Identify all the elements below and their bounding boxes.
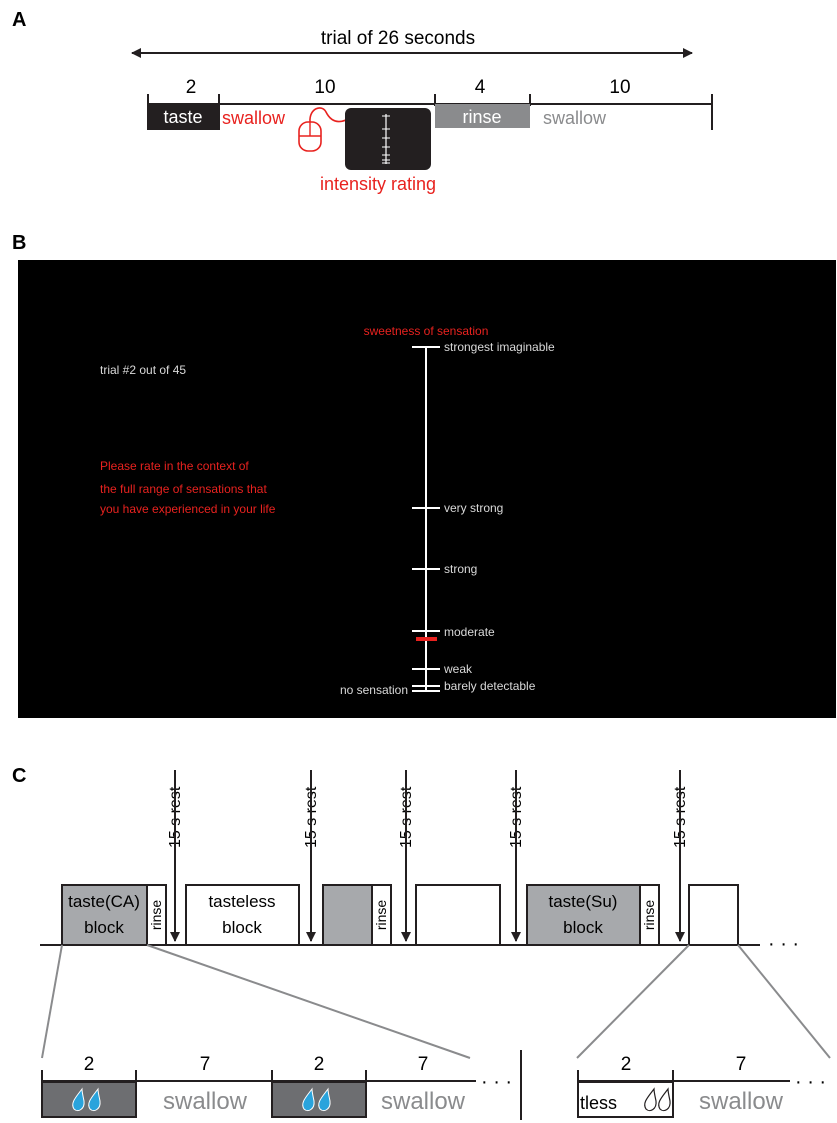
panel-c-label: C [12, 765, 26, 787]
scale-label-weak: weak [443, 662, 473, 676]
tasteless-stimulus-block [577, 1081, 674, 1118]
intensity-rating-label: intensity rating [320, 174, 436, 194]
taste-su-label: taste(Su) [549, 892, 618, 911]
panel-b-label: B [12, 232, 26, 254]
taste-ca-sublabel: block [84, 918, 124, 937]
scale-label-moderate: moderate [444, 625, 495, 639]
instruction-line: Please rate in the context of [100, 459, 249, 473]
block-labels: taste(CA) block tasteless block taste(Su… [68, 892, 617, 937]
swallow-label: swallow [381, 1088, 466, 1115]
duration-taste: 2 [84, 1054, 95, 1075]
rest-marker: 15 s rest [508, 770, 525, 942]
rest-marker: 15 s rest [167, 770, 184, 942]
rinse-label: rinse [373, 900, 389, 931]
rating-screen-icon [345, 108, 431, 170]
taste-drop-icon [302, 1087, 331, 1112]
taste-label: taste [163, 107, 202, 127]
duration-taste: 2 [314, 1054, 325, 1075]
instruction-line: you have experienced in your life [100, 502, 276, 516]
rinse-label: rinse [462, 107, 501, 127]
rest-marker: 15 s rest [672, 770, 689, 942]
zoom-right: 2 7 tless swallow · · · [577, 1054, 826, 1118]
scale-label-strong: strong [444, 562, 477, 576]
panel-a-label: A [12, 9, 26, 31]
continuation-dots: · · · [481, 1071, 512, 1093]
rinse-label: rinse [641, 900, 657, 931]
rest-marker: 15 s rest [398, 770, 415, 942]
trial-title: trial of 26 seconds [321, 28, 475, 49]
duration-swallow-final: 10 [609, 77, 630, 98]
instruction-text: Please rate in the context of the full r… [100, 459, 276, 516]
taste-ca-block [61, 884, 148, 946]
tasteless-block-2 [415, 884, 501, 946]
duration-swallow: 7 [736, 1054, 747, 1075]
scale-label-barely: barely detectable [444, 679, 536, 693]
panel-c: C 15 s rest 15 s rest 15 s rest 15 s res… [12, 765, 831, 1120]
duration-taste: 2 [186, 77, 197, 98]
scale-labels: strongest imaginable very strong strong … [340, 340, 555, 697]
taste-ca-label: taste(CA) [68, 892, 140, 911]
swallow-label: swallow [163, 1088, 248, 1115]
taste-su-sublabel: block [563, 918, 603, 937]
tasteless-drop-icon [644, 1087, 671, 1112]
block-sequence [61, 884, 739, 946]
scale-label-none: no sensation [340, 683, 408, 697]
rinse-block [435, 104, 530, 128]
panel-a: A trial of 26 seconds 2 10 4 10 taste sw… [12, 9, 713, 194]
taste-su-block [526, 884, 641, 946]
taste-stimulus-block [271, 1081, 367, 1118]
duration-swallow-rating: 10 [314, 77, 335, 98]
rinse-labels: rinse rinse rinse [148, 900, 657, 931]
mouse-icon [298, 107, 347, 152]
swallow-gray-label: swallow [543, 108, 607, 128]
trial-counter: trial #2 out of 45 [100, 363, 186, 377]
tasteless-block-3 [688, 884, 739, 946]
scale-label-strongest: strongest imaginable [444, 340, 555, 354]
scale-ticks [412, 346, 440, 692]
instruction-line: the full range of sensations that [100, 482, 267, 496]
tasteless-block [185, 884, 300, 946]
taste-block-short [322, 884, 373, 946]
continuation-dots: · · · [768, 933, 799, 955]
taste-stimulus-block [41, 1081, 137, 1118]
duration-rinse: 4 [475, 77, 486, 98]
tless-label: tless [580, 1093, 617, 1113]
tasteless-sublabel: block [222, 918, 262, 937]
swallow-red-label: swallow [222, 108, 286, 128]
rest-marker: 15 s rest [303, 770, 320, 942]
panel-b: B trial #2 out of 45 Please rate in the … [12, 232, 836, 718]
duration-swallow: 7 [418, 1054, 429, 1075]
duration-swallow: 7 [200, 1054, 211, 1075]
continuation-dots: · · · [795, 1071, 826, 1093]
taste-drop-icon [72, 1087, 101, 1112]
timeline-a [147, 94, 713, 130]
scale-label-very-strong: very strong [444, 501, 503, 515]
tasteless-label: tasteless [208, 892, 275, 911]
scale-title: sweetness of sensation [364, 324, 489, 338]
taste-block [148, 104, 219, 130]
swallow-label: swallow [699, 1088, 784, 1115]
duration-taste: 2 [621, 1054, 632, 1075]
rest-arrows: 15 s rest 15 s rest 15 s rest 15 s rest … [167, 770, 689, 942]
rinse-label: rinse [148, 900, 164, 931]
zoom-left: 2 7 2 7 [41, 1050, 522, 1120]
zoom-lines [41, 944, 831, 1059]
